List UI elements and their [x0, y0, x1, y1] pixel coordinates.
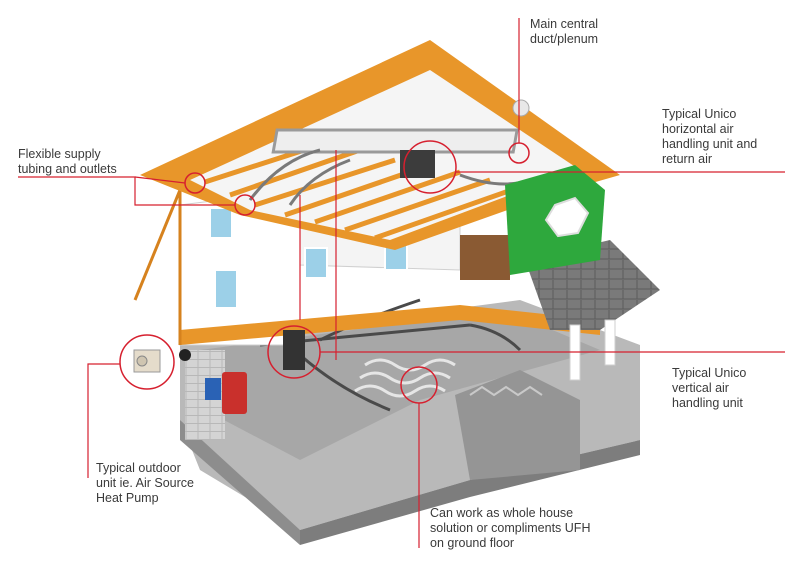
hot-water-cylinder — [222, 372, 247, 414]
callout-ufh: Can work as whole house solution or comp… — [430, 506, 650, 551]
callout-outdoor-unit: Typical outdoor unit ie. Air Source Heat… — [96, 461, 226, 506]
outdoor-unit-inset — [120, 335, 174, 389]
floor-interior-wood — [460, 235, 510, 280]
callout-main-duct: Main central duct/plenum — [530, 17, 650, 47]
callout-flexible-tubing: Flexible supply tubing and outlets — [18, 147, 168, 177]
framing-posts — [135, 190, 180, 345]
roof-vent — [513, 100, 529, 116]
window-lower-left — [215, 270, 237, 308]
callout-horizontal-unit: Typical Unico horizontal air handling un… — [662, 107, 792, 167]
vertical-air-handler — [283, 330, 305, 370]
callout-vertical-unit: Typical Unico vertical air handling unit — [672, 366, 792, 411]
window-upper-left — [210, 208, 232, 238]
window-middle — [305, 248, 327, 278]
outdoor-unit-connector — [179, 349, 191, 361]
heat-pump-control — [205, 378, 221, 400]
